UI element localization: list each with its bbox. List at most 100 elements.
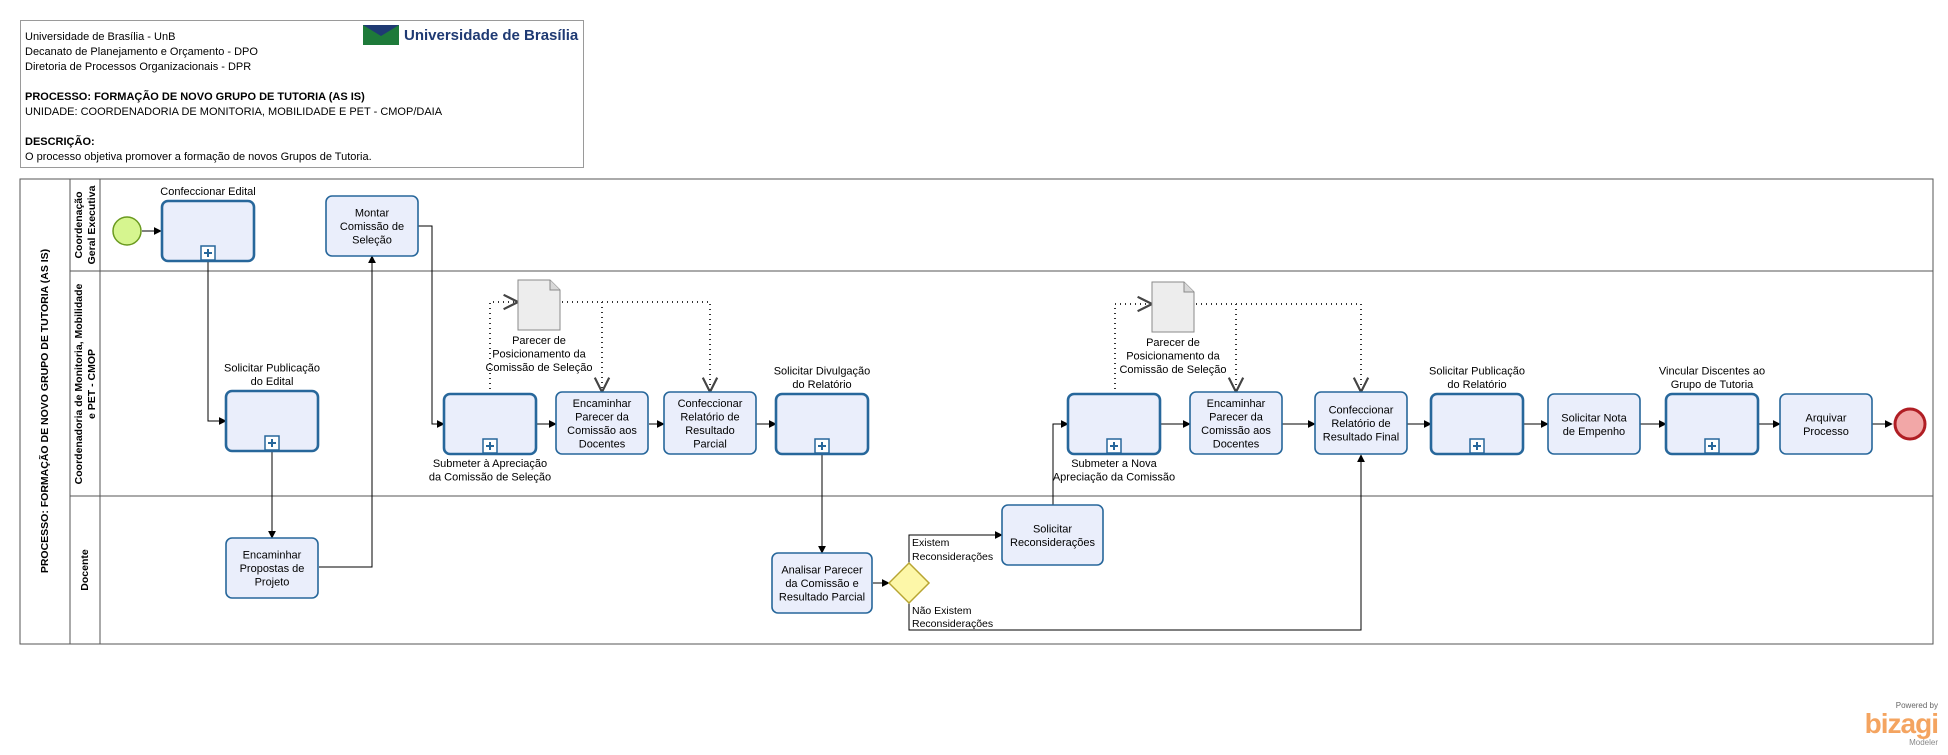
flow-reconsid-nova	[1052, 420, 1069, 505]
task-label: Apreciação da Comissão	[1053, 472, 1175, 484]
lane-cmop: Coordenadoria de Monitoria, Mobilidade e…	[73, 284, 98, 485]
task-box[interactable]	[225, 537, 319, 599]
task-box[interactable]	[1429, 392, 1525, 456]
task-label: Docentes	[579, 438, 626, 450]
task-label: Comissão aos	[1201, 425, 1271, 437]
task-label: do Relatório	[1447, 379, 1506, 391]
task-box[interactable]	[774, 392, 870, 456]
task-label: Grupo de Tutoria	[1671, 379, 1754, 391]
flow-edital-pub	[207, 261, 227, 425]
task-box[interactable]	[1314, 391, 1408, 455]
task-label: Projeto	[255, 577, 290, 589]
task-box[interactable]	[663, 391, 757, 455]
lane-docente: Docente	[79, 549, 91, 591]
task-label: Comissão aos	[567, 425, 637, 437]
task-label: da Comissão de Seleção	[429, 472, 551, 484]
exclusive-gateway[interactable]	[887, 561, 931, 605]
header-box: Universidade de Brasília - UnB Decanato …	[20, 20, 584, 168]
task-edital[interactable]: Confeccionar Edital	[160, 186, 256, 263]
bizagi-logo: bizagi	[1864, 708, 1939, 739]
task-label: Docentes	[1213, 438, 1260, 450]
task-label: Reconsiderações	[1010, 537, 1095, 549]
start-event[interactable]	[112, 216, 142, 246]
task-label: Seleção	[352, 235, 392, 247]
task-submeter[interactable]: Submeter à Apreciação da Comissão de Sele…	[429, 392, 551, 484]
subprocess-plus-icon	[200, 245, 216, 261]
subprocess-plus-icon	[1469, 438, 1485, 454]
task-label: Solicitar Publicação	[1429, 366, 1525, 378]
task-box[interactable]	[555, 391, 649, 455]
flow-propostas-comissao	[319, 255, 376, 568]
document-icon[interactable]	[517, 279, 561, 331]
unb-logo-text: Universidade de Brasília	[404, 26, 579, 44]
assoc-submeter-doc1	[489, 302, 518, 394]
lane-coord-geral-label-2: Geral Executiva	[86, 185, 98, 264]
bizagi-branding: Powered by bizagi Modeler	[1828, 701, 1939, 747]
associations	[489, 302, 1361, 394]
task-label: Solicitar Nota	[1561, 412, 1627, 424]
lane-cmop-label-2: e PET - CMOP	[86, 349, 98, 419]
lane-cmop-label-1: Coordenadoria de Monitoria, Mobilidade	[73, 284, 85, 485]
task-label: Confeccionar Edital	[160, 186, 255, 198]
gateway-yes-label-1: Existem	[912, 537, 950, 549]
document-icon[interactable]	[1151, 281, 1195, 333]
task-box[interactable]	[160, 199, 256, 263]
task-label: Relatório de	[680, 411, 739, 423]
task-label: Submeter a Nova	[1071, 458, 1157, 470]
task-label: Encaminhar	[1207, 398, 1266, 410]
task-box[interactable]	[1779, 393, 1873, 455]
task-box[interactable]	[1066, 392, 1162, 456]
document-label: Parecer de	[512, 335, 566, 347]
org-line-2: Decanato de Planejamento e Orçamento - D…	[25, 46, 258, 58]
task-box[interactable]	[325, 195, 419, 257]
task-box[interactable]	[1001, 504, 1104, 566]
task-box[interactable]	[771, 552, 873, 614]
flow-gateway-reconsid	[908, 531, 1003, 563]
task-label: Confeccionar	[678, 398, 743, 410]
task-box[interactable]	[1189, 391, 1283, 455]
task-box[interactable]	[442, 392, 538, 456]
end-event[interactable]	[1893, 407, 1927, 441]
task-box[interactable]	[224, 389, 320, 453]
task-label: Vincular Discentes ao	[1659, 366, 1765, 378]
subprocess-plus-icon	[814, 438, 830, 454]
task-label: da Comissão e	[785, 578, 858, 590]
task-label: Propostas de	[240, 563, 305, 575]
task-label: Submeter à Apreciação	[433, 458, 547, 470]
unb-logo: Universidade de Brasília	[363, 24, 578, 46]
gateway-labels: Existem Reconsiderações Não Existem Reco…	[912, 537, 993, 630]
gateway-no-label-1: Não Existem	[912, 605, 972, 617]
document-label: Comissão de Seleção	[1119, 364, 1226, 376]
document-label: Comissão de Seleção	[485, 362, 592, 374]
powered-by-text: Powered by	[1895, 701, 1938, 710]
sequence-flows	[142, 225, 1893, 631]
task-label: Parecer da	[575, 411, 630, 423]
task-label: Parcial	[693, 438, 727, 450]
task-label: Processo	[1803, 426, 1849, 438]
task-box[interactable]	[1664, 392, 1760, 456]
task-box[interactable]	[1547, 393, 1641, 455]
gateway-no-label-2: Reconsiderações	[912, 618, 993, 630]
task-label: Resultado	[685, 425, 735, 437]
subprocess-plus-icon	[482, 438, 498, 454]
org-line-3: Diretoria de Processos Organizacionais -…	[25, 61, 252, 73]
